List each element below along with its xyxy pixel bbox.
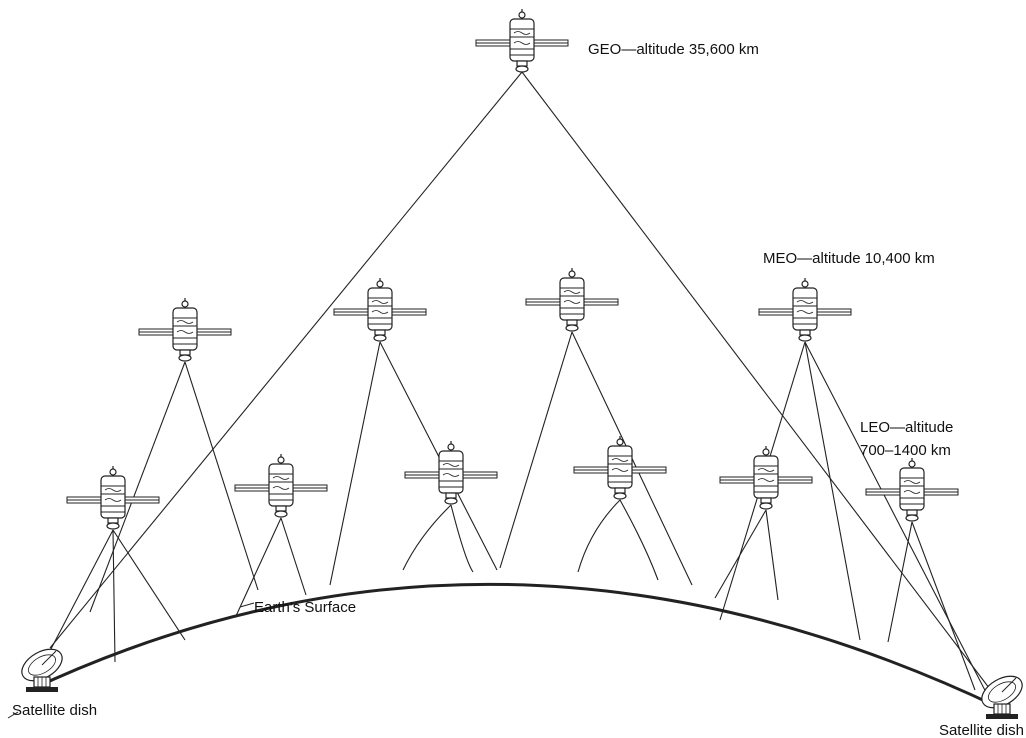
earth-surface-arc (29, 582, 1001, 710)
meo-satellite-4 (758, 277, 852, 342)
satellite-dish-right (975, 669, 1026, 720)
geo-beams (49, 71, 1003, 706)
earth-surface-leader (239, 602, 255, 608)
leo-label-line1: LEO—altitude (860, 419, 953, 436)
leo-satellite-4 (573, 435, 667, 500)
leo-beams (39, 499, 976, 691)
meo-satellite-1 (138, 297, 232, 362)
meo-label: MEO—altitude 10,400 km (763, 250, 935, 267)
leo-satellite-3 (404, 440, 498, 505)
satellite-dish-right-label: Satellite dish (939, 722, 1024, 738)
leo-satellite-6 (865, 457, 959, 522)
meo-beams (89, 331, 991, 701)
leo-label-line2: 700–1400 km (860, 442, 951, 459)
geo-satellite (475, 8, 569, 73)
geo-label: GEO—altitude 35,600 km (588, 41, 759, 58)
leo-satellite-5 (719, 445, 813, 510)
leo-satellite-2 (234, 453, 328, 518)
meo-satellite-2 (333, 277, 427, 342)
meo-satellite-3 (525, 267, 619, 332)
dish-left-leader (7, 711, 19, 719)
earth-surface-label: Earth's Surface (254, 599, 356, 616)
satellite-dish-left-label: Satellite dish (12, 702, 97, 719)
satellite-dish-left (15, 642, 69, 693)
leo-satellite-1 (66, 465, 160, 530)
